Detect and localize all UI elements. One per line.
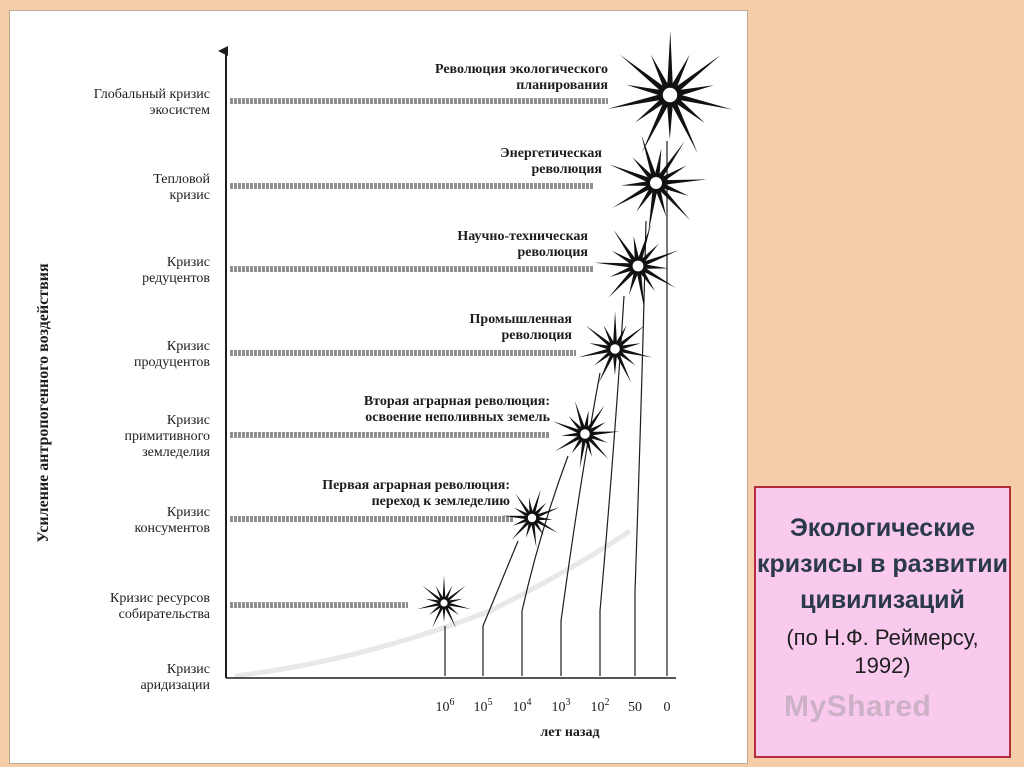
crisis-label: Кризис ресурсов [110, 591, 210, 606]
revolution-label: революция [517, 245, 588, 260]
burst-center [440, 599, 448, 607]
crisis-label: Тепловой [153, 172, 210, 187]
x-tick-label: 50 [628, 700, 642, 715]
crisis-label: Кризис [167, 662, 210, 677]
x-tick-label: 102 [591, 697, 610, 715]
revolution-label: Энергетическая [500, 146, 602, 161]
x-tick-labels: 106 105 104 103 102 50 0 [436, 697, 671, 715]
crisis-label: редуцентов [142, 271, 210, 286]
revolution-label: Революция экологического [435, 62, 608, 77]
revolution-label: Научно-техническая [457, 229, 588, 244]
crisis-label: земледелия [142, 445, 210, 460]
burst-center [632, 260, 644, 272]
subtitle-text: (по Н.Ф. Реймерсу, 1992) [786, 625, 979, 678]
crisis-label: Кризис [167, 413, 210, 428]
crisis-label: экосистем [149, 103, 210, 118]
revolution-label: революция [501, 328, 572, 343]
crisis-bands [230, 98, 632, 679]
revolution-labels: Революция экологическогопланированияЭнер… [322, 62, 608, 509]
revolution-label: революция [531, 162, 602, 177]
crisis-label: Глобальный кризис [94, 87, 210, 102]
revolution-label: Промышленная [470, 312, 573, 327]
connector-line [521, 455, 569, 676]
crisis-diagram: Глобальный кризисэкосистемТепловойкризис… [35, 30, 733, 740]
burst-center [527, 513, 537, 523]
burst-center [610, 344, 620, 354]
x-tick-label: 0 [664, 700, 671, 715]
burst-center [662, 87, 678, 103]
crisis-label: продуцентов [134, 355, 210, 370]
crisis-label: аридизации [140, 678, 210, 693]
crisis-label: консументов [134, 521, 210, 536]
title-text: Экологические кризисы в развитии цивилиз… [756, 514, 1009, 614]
crisis-label: кризис [169, 188, 210, 203]
watermark: MyShared [784, 690, 932, 723]
x-tick-label: 106 [436, 697, 455, 715]
crisis-label: собирательства [119, 607, 211, 622]
crisis-label: Кризис [167, 339, 210, 354]
revolution-label: планирования [516, 78, 608, 93]
revolution-label: освоение неполивных земель [365, 410, 550, 425]
x-tick-label: 105 [474, 697, 493, 715]
burst-center [580, 429, 590, 439]
connector-line [482, 540, 519, 676]
crisis-labels: Глобальный кризисэкосистемТепловойкризис… [94, 87, 211, 693]
title-box: Экологические кризисы в развитии цивилиз… [754, 486, 1011, 758]
x-tick-label: 103 [552, 697, 571, 715]
axes [218, 46, 676, 679]
revolution-label: Первая аграрная революция: [322, 478, 510, 493]
y-axis-label: Усиление антропогенного воздействия [35, 263, 52, 543]
connector-line [560, 372, 601, 676]
revolution-label: переход к земледелию [372, 494, 511, 509]
crisis-band [234, 528, 632, 679]
revolution-stars [417, 30, 733, 628]
x-tick-label: 104 [513, 697, 532, 715]
crisis-label: примитивного [125, 429, 210, 444]
revolution-label: Вторая аграрная революция: [364, 394, 550, 409]
crisis-label: Кризис [167, 255, 210, 270]
crisis-label: Кризис [167, 505, 210, 520]
x-axis-label: лет назад [540, 725, 599, 740]
burst-center [650, 177, 662, 189]
